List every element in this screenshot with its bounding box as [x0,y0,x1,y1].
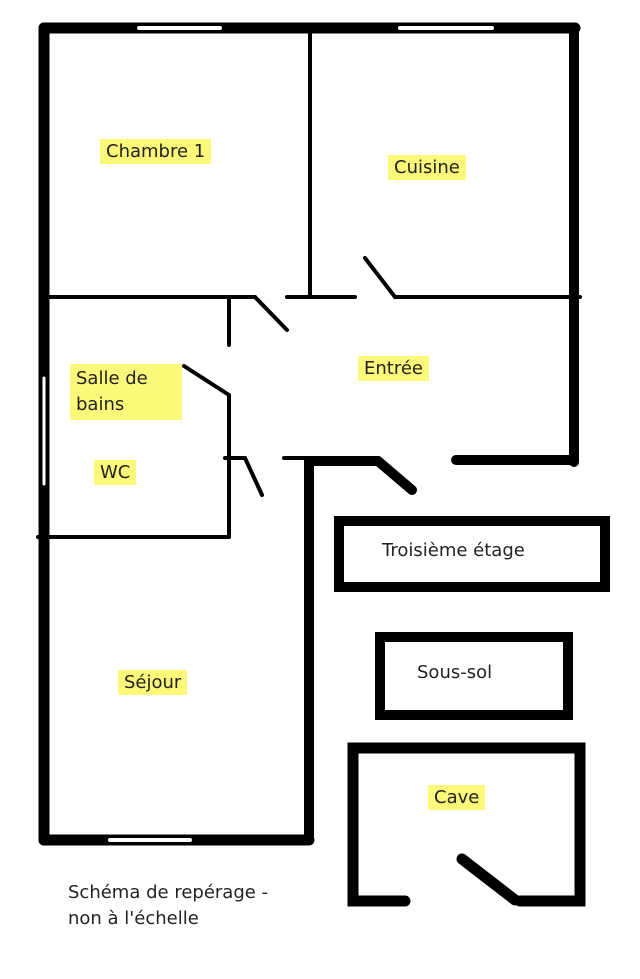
troisieme-etage-box [334,516,610,592]
label-sous-sol: Sous-sol [417,662,493,683]
scale-note: Schéma de repérage - non à l'échelle [68,882,269,929]
door-cave [456,853,521,906]
door-chambre [253,295,289,332]
room-label-salle-de-bains: Salle de bains [70,364,182,420]
door-cuisine [363,256,397,299]
door-salle-de-bains [182,364,231,397]
room-label-cuisine: Cuisine [388,155,466,181]
door-entrance [373,456,417,495]
cave-wall [347,742,586,907]
room-label-chambre1: Chambre 1 [100,139,212,165]
room-label-entree: Entrée [358,356,429,382]
room-label-cave: Cave [428,785,486,811]
sous-sol-box [375,632,573,720]
room-label-wc: WC [94,460,137,486]
door-wc [243,456,264,497]
room-label-sejour: Séjour [118,670,188,696]
label-troisieme-etage: Troisième étage [382,540,525,561]
